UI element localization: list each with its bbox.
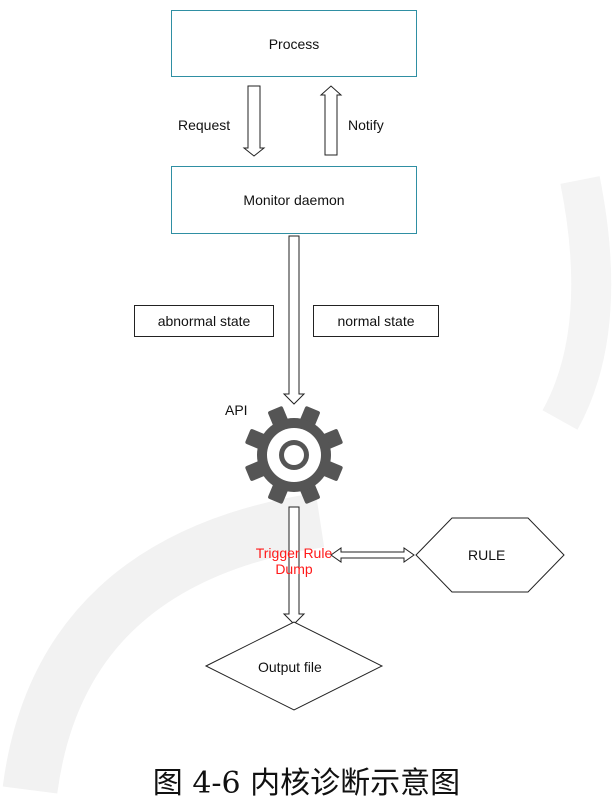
process-label: Process [268, 35, 320, 52]
figure-caption: 图 4-6 内核诊断示意图 [152, 766, 461, 801]
trigger-rule-double-arrow [330, 547, 415, 563]
api-label: API [225, 402, 248, 418]
abnormal-state-box: abnormal state [134, 305, 274, 337]
abnormal-state-label: abnormal state [157, 313, 251, 329]
notify-arrow [319, 85, 343, 156]
monitor-to-api-arrow [282, 235, 306, 405]
notify-label: Notify [348, 117, 384, 133]
trigger-rule-line: Trigger Rule [255, 545, 333, 561]
process-box: Process [171, 10, 417, 77]
output-file-label: Output file [258, 659, 322, 675]
monitor-daemon-label: Monitor daemon [243, 192, 345, 208]
trigger-rule-dump-label: Trigger Rule Dump [244, 545, 344, 577]
dump-line: Dump [275, 561, 313, 577]
rule-hexagon [415, 517, 565, 593]
rule-label: RULE [468, 547, 506, 563]
api-to-output-arrow [282, 506, 306, 625]
request-label: Request [178, 117, 231, 133]
normal-state-box: normal state [313, 305, 439, 337]
request-arrow [242, 85, 266, 157]
normal-state-label: normal state [337, 313, 415, 329]
output-diamond [204, 621, 384, 711]
monitor-daemon-box: Monitor daemon [171, 166, 417, 234]
